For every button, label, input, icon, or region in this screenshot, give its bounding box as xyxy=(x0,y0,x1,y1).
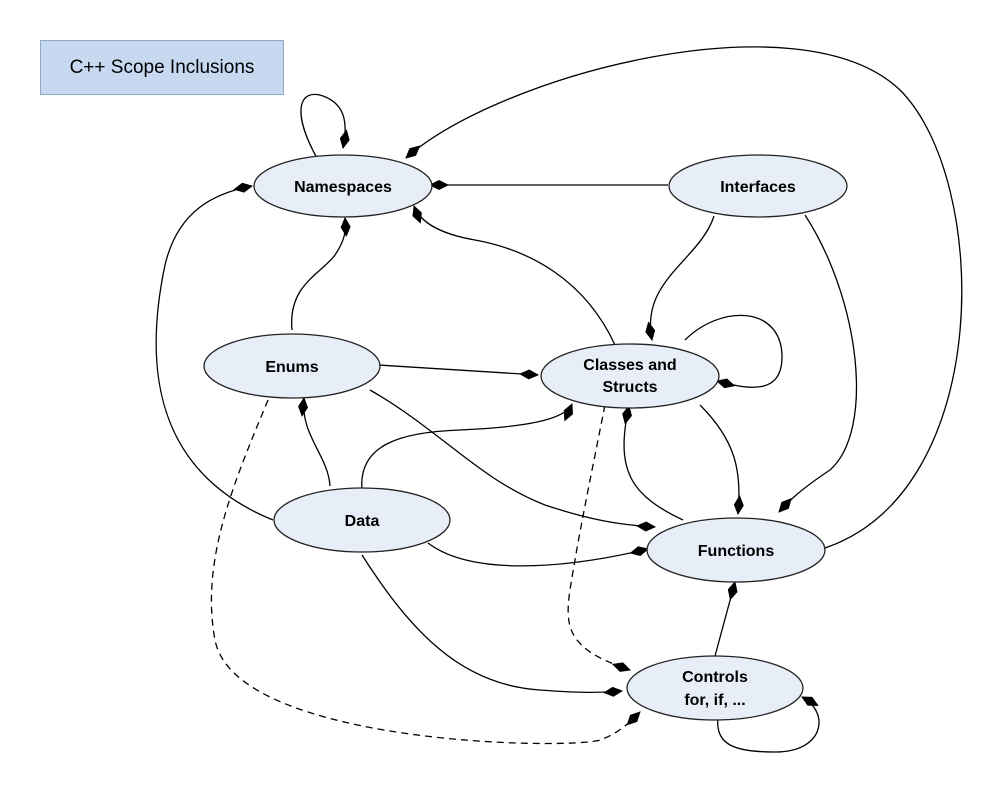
edge-functions-namespaces xyxy=(405,46,963,549)
edge-data-namespaces xyxy=(155,182,274,521)
edge-interfaces-functions xyxy=(778,214,858,513)
node-functions-label: Functions xyxy=(698,543,775,560)
node-interfaces-label: Interfaces xyxy=(720,179,796,196)
nodes: Namespaces Interfaces Enums Classes and … xyxy=(203,154,848,721)
node-classes-label-line1: Classes and xyxy=(583,357,676,374)
edge-enums-classes xyxy=(377,364,539,380)
diagram-title: C++ Scope Inclusions xyxy=(40,40,284,95)
node-controls-label-line1: Controls xyxy=(682,669,748,686)
node-enums-label: Enums xyxy=(265,359,318,376)
node-controls-label-line2: for, if, ... xyxy=(684,692,745,709)
edge-enums-functions xyxy=(369,389,656,532)
edge-namespaces-self xyxy=(300,93,350,161)
node-enums: Enums xyxy=(203,333,381,399)
edge-classes-namespaces xyxy=(412,205,616,346)
edge-functions-classes xyxy=(622,405,684,521)
edge-data-classes xyxy=(361,403,573,491)
edge-controls-functions xyxy=(714,581,738,657)
edge-enums-controls xyxy=(210,399,641,745)
edge-data-functions xyxy=(427,542,649,567)
edge-classes-functions xyxy=(699,404,744,515)
edge-data-enums xyxy=(298,397,331,487)
node-namespaces-label: Namespaces xyxy=(294,179,392,196)
node-namespaces: Namespaces xyxy=(253,154,433,218)
edge-interfaces-classes xyxy=(645,215,715,341)
edge-classes-self xyxy=(684,314,783,389)
node-interfaces: Interfaces xyxy=(668,154,848,218)
node-data: Data xyxy=(273,487,451,553)
node-data-label: Data xyxy=(345,513,380,530)
edge-controls-self xyxy=(717,696,820,753)
edge-data-controls xyxy=(361,554,623,697)
node-functions: Functions xyxy=(646,517,826,583)
edges xyxy=(155,46,963,753)
node-classes-and-structs: Classes and Structs xyxy=(540,343,720,409)
edge-classes-controls xyxy=(567,404,631,672)
node-classes-label-line2: Structs xyxy=(602,379,657,396)
node-controls: Controls for, if, ... xyxy=(626,655,804,721)
edge-enums-namespaces xyxy=(291,217,351,331)
